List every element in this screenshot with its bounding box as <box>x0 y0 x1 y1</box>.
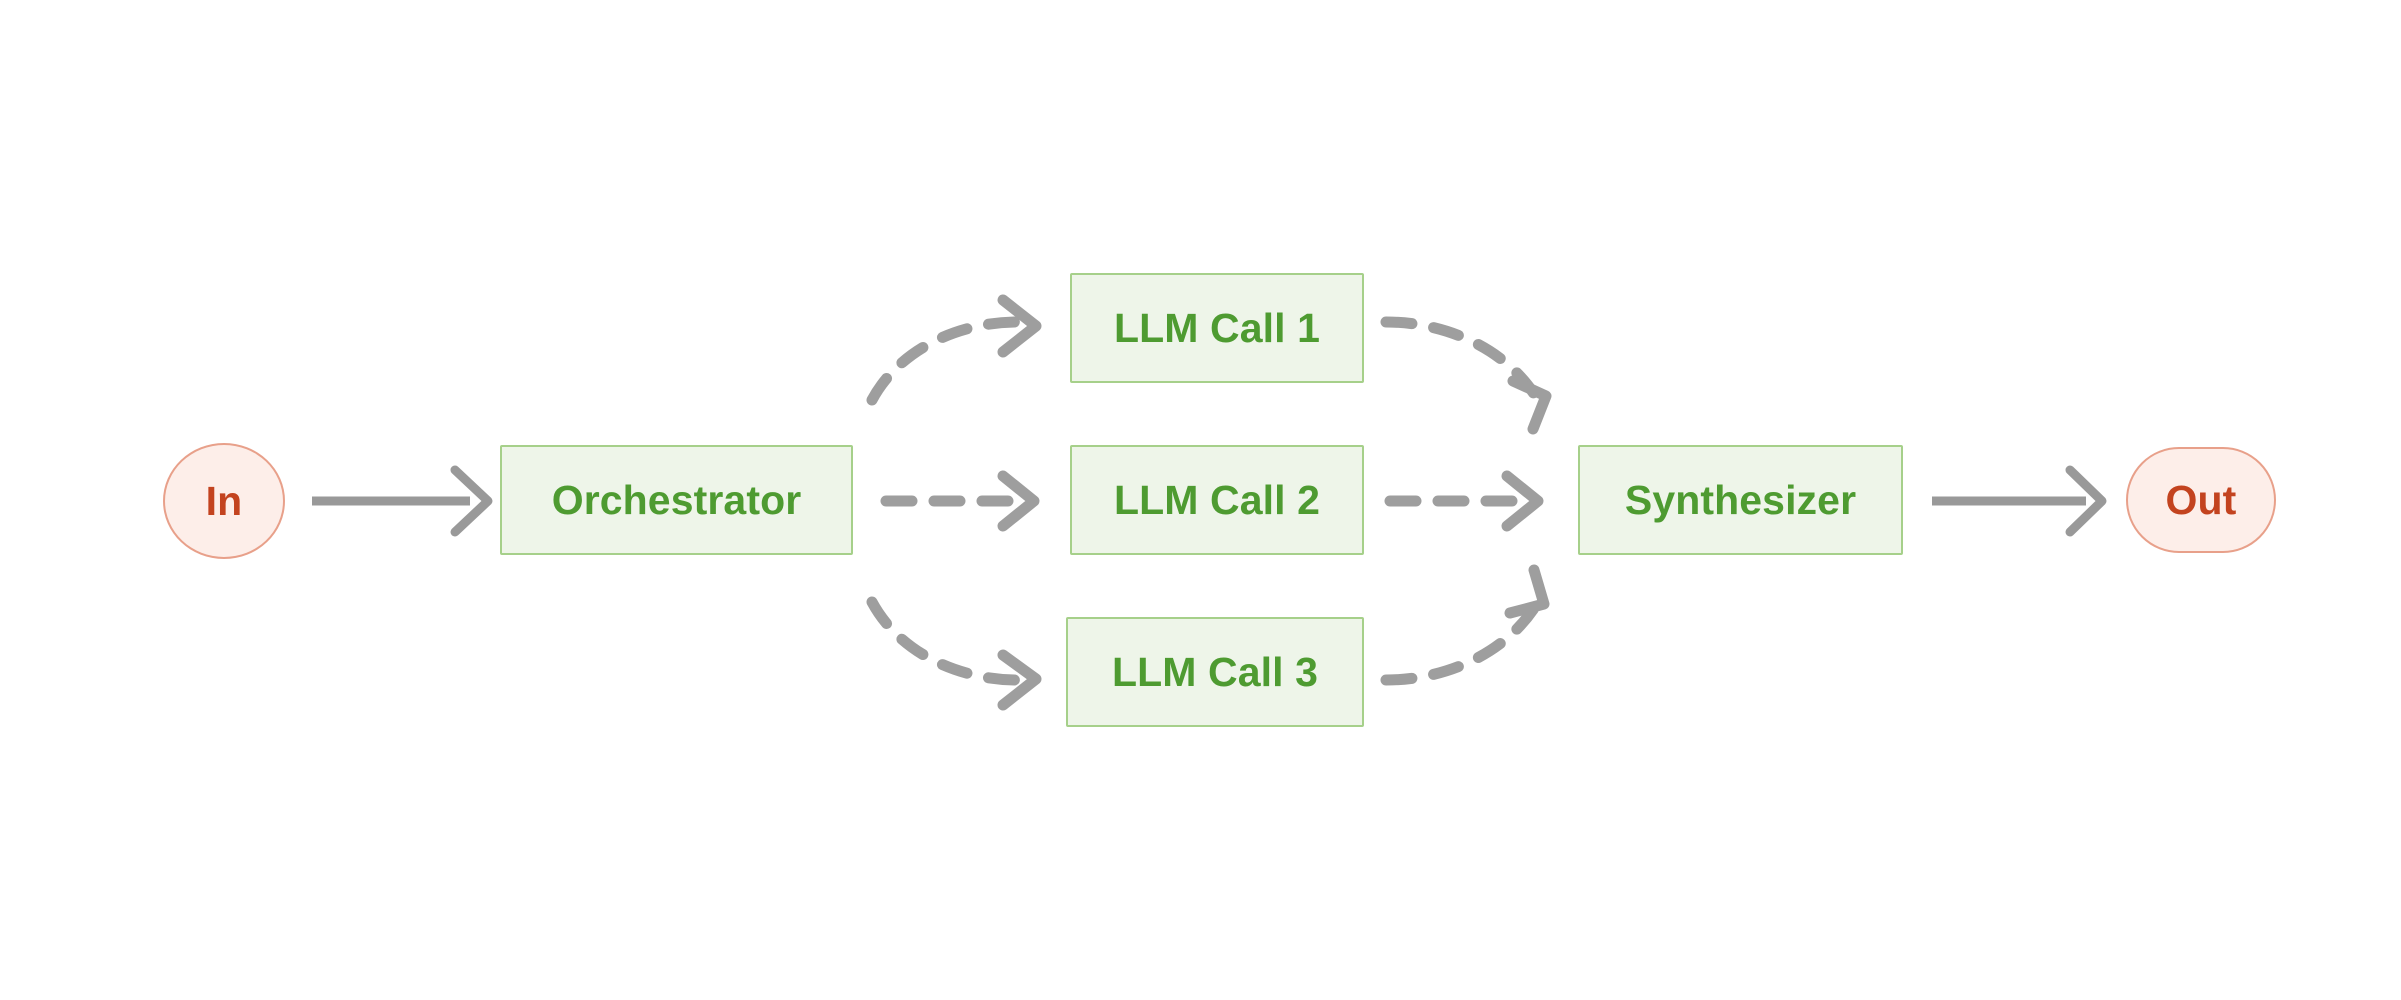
node-llm-call-3-label: LLM Call 3 <box>1111 648 1319 695</box>
edge-orchestrator-to-call-1 <box>866 294 1042 406</box>
node-out-label: Out <box>2165 476 2237 523</box>
node-in[interactable]: In <box>163 443 285 559</box>
edge-call-3-to-synthesizer <box>1380 564 1550 686</box>
node-llm-call-2[interactable]: LLM Call 2 <box>1070 445 1364 555</box>
node-out[interactable]: Out <box>2126 447 2276 553</box>
node-orchestrator[interactable]: Orchestrator <box>500 445 853 555</box>
edge-call-1-to-synthesizer <box>1380 316 1552 435</box>
edge-orchestrator-to-call-3 <box>866 596 1042 711</box>
edge-orchestrator-to-call-2 <box>880 470 1040 532</box>
edge-synthesizer-to-out <box>1932 465 2107 537</box>
node-llm-call-3[interactable]: LLM Call 3 <box>1066 617 1364 727</box>
edge-call-2-to-synthesizer <box>1384 470 1544 532</box>
node-synthesizer-label: Synthesizer <box>1624 476 1857 523</box>
node-orchestrator-label: Orchestrator <box>551 476 802 523</box>
node-llm-call-1-label: LLM Call 1 <box>1113 304 1321 351</box>
node-llm-call-1[interactable]: LLM Call 1 <box>1070 273 1364 383</box>
node-synthesizer[interactable]: Synthesizer <box>1578 445 1903 555</box>
node-in-label: In <box>205 477 243 524</box>
edge-in-to-orchestrator <box>312 465 493 537</box>
node-llm-call-2-label: LLM Call 2 <box>1113 476 1321 523</box>
